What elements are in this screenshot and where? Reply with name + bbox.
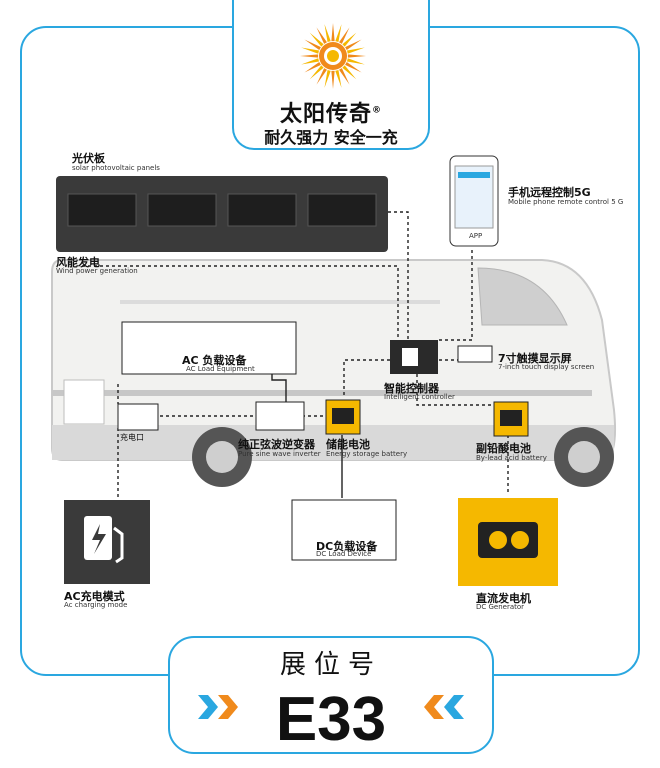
ac-mode-label-cn: AC充电模式 <box>64 590 125 603</box>
lead-acid-label-en: By-lead acid battery <box>476 454 547 462</box>
inverter-label-en: Pure sine wave inverter <box>238 450 321 458</box>
system-diagram: 光伏板 solar photovoltaic panels 风能发电 Wind … <box>22 150 638 611</box>
solar-label-en: solar photovoltaic panels <box>72 164 160 172</box>
rv-vehicle-illustration <box>51 259 617 487</box>
app-label: APP <box>469 232 483 240</box>
dc-load-box <box>291 499 397 561</box>
storage-label-en: Energy storage battery <box>326 450 408 458</box>
controller-label-en: Intelligent controller <box>384 393 455 401</box>
wind-label-cn: 风能发电 <box>56 256 100 269</box>
connection-lines <box>82 211 509 500</box>
dc-load-label-cn: DC负载设备 <box>316 540 378 553</box>
ac-load-box <box>121 321 297 375</box>
charge-port-label: 充电口 <box>120 433 144 442</box>
controller-label-cn: 智能控制器 <box>384 382 439 395</box>
ac-load-label-cn: AC 负载设备 <box>182 354 247 367</box>
touch-label-en: 7-inch touch display screen <box>498 363 595 371</box>
touch-label-cn: 7寸触摸显示屏 <box>498 352 572 365</box>
solar-panel-group <box>56 176 388 252</box>
charge-port-box <box>117 403 159 431</box>
lead-acid-label-cn: 副铅酸电池 <box>476 442 531 455</box>
storage-label-cn: 储能电池 <box>326 438 370 451</box>
chevron-left-icon <box>424 695 464 719</box>
diagram-canvas <box>51 155 617 586</box>
booth-title: 展位号 <box>279 650 382 680</box>
inverter-box <box>255 401 305 431</box>
dc-gen-label-cn: 直流发电机 <box>476 592 531 605</box>
chevron-right-icon <box>198 695 238 719</box>
dc-gen-label-en: DC Generator <box>476 603 525 611</box>
booth-number: E33 <box>275 685 387 754</box>
lead-acid-battery-box <box>493 401 529 437</box>
ac-load-label-en: AC Load Equipment <box>186 365 255 373</box>
brand-name: 太阳传奇® <box>279 102 382 127</box>
wind-label-en: Wind power generation <box>56 267 138 275</box>
solar-label-cn: 光伏板 <box>72 152 105 165</box>
sun-logo-icon <box>300 23 366 89</box>
phone-label-cn: 手机远程控制5G <box>508 186 591 199</box>
brand-slogan: 耐久强力 安全一充 <box>264 128 398 147</box>
brand-logo-box: 太阳传奇® 耐久强力 安全一充 <box>232 0 430 150</box>
dc-load-label-en: DC Load Device <box>316 550 372 558</box>
ac-mode-label-en: Ac charging mode <box>64 601 128 609</box>
touch-screen-box <box>457 345 493 363</box>
solar-panels <box>67 193 377 227</box>
phone-label-en: Mobile phone remote control 5 G <box>508 198 624 206</box>
inverter-label-cn: 纯正弦波逆变器 <box>238 438 315 451</box>
